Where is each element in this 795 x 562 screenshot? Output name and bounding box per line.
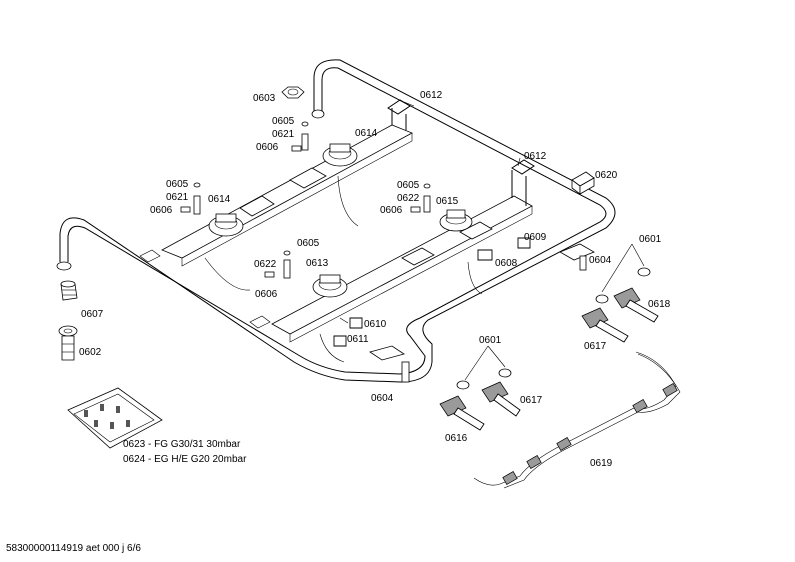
label-0606-d: 0606 [255, 289, 278, 300]
injector-0608 [477, 249, 493, 261]
ignition-parts [180, 121, 431, 279]
bracket-0604-right [559, 243, 595, 271]
label-0601-center: 0601 [479, 335, 502, 346]
label-0607: 0607 [81, 309, 104, 320]
label-0613: 0613 [306, 258, 329, 269]
label-0606-b: 0606 [150, 205, 173, 216]
label-0616: 0616 [445, 433, 468, 444]
valve-0617-center [481, 381, 521, 417]
note-fg: 0623 - FG G30/31 30mbar [123, 439, 241, 450]
label-0608: 0608 [495, 258, 518, 269]
nut-0603 [281, 86, 305, 99]
footer-doc-number: 58300000114919 aet 000 j 6/6 [6, 543, 141, 554]
label-0617-right: 0617 [584, 341, 607, 352]
label-0610: 0610 [364, 319, 387, 330]
label-0614-left: 0614 [208, 194, 231, 205]
label-0621-a: 0621 [272, 129, 295, 140]
burner-0614-left [208, 213, 244, 237]
seals-0601-right [595, 267, 651, 304]
burner-0614-top [322, 143, 358, 167]
label-0614-top: 0614 [355, 128, 378, 139]
label-0622-b: 0622 [254, 259, 277, 270]
label-0602: 0602 [79, 347, 102, 358]
valve-0618 [613, 287, 659, 323]
note-eg: 0624 - EG H/E G20 20mbar [123, 454, 247, 465]
label-0605-d: 0605 [297, 238, 320, 249]
valve-0617-right [581, 307, 629, 343]
injector-0609 [517, 237, 531, 249]
support-tube-frame [56, 59, 616, 383]
fitting-0607 [60, 280, 78, 301]
injector-bag [67, 387, 163, 449]
label-0612-right: 0612 [524, 151, 547, 162]
part-labels: 0603 0612 0605 0621 0606 0614 0612 0620 … [79, 90, 671, 469]
injector-0611 [333, 335, 347, 347]
label-0611: 0611 [347, 334, 369, 345]
ignition-harness-0619 [473, 351, 681, 489]
label-0619: 0619 [590, 458, 613, 469]
label-0617-center: 0617 [520, 395, 543, 406]
label-0605-a: 0605 [272, 116, 295, 127]
label-0603: 0603 [253, 93, 276, 104]
injector-0610 [339, 317, 363, 329]
label-0622-a: 0622 [397, 193, 420, 204]
label-0605-c: 0605 [397, 180, 420, 191]
label-0604-right: 0604 [589, 255, 612, 266]
fitting-0602 [58, 325, 78, 361]
valve-0616 [439, 395, 485, 431]
burner-0615 [439, 209, 473, 232]
label-0612-top: 0612 [420, 90, 443, 101]
burner-0613 [312, 274, 348, 298]
label-0606-a: 0606 [256, 142, 279, 153]
label-0615: 0615 [436, 196, 459, 207]
connector-0620 [571, 171, 595, 195]
label-0621-b: 0621 [166, 192, 189, 203]
label-0604-lower: 0604 [371, 393, 394, 404]
label-0605-b: 0605 [166, 179, 189, 190]
label-0606-c: 0606 [380, 205, 403, 216]
leader-lines [403, 101, 645, 381]
label-0601-right: 0601 [639, 234, 662, 245]
bracket-0604-lower [369, 345, 410, 383]
seals-0601-center [456, 368, 512, 390]
lower-burner-rail [271, 170, 533, 363]
label-0618: 0618 [648, 299, 671, 310]
gas-type-notes: 0623 - FG G30/31 30mbar 0624 - EG H/E G2… [123, 439, 247, 465]
label-0609: 0609 [524, 232, 547, 243]
label-0620: 0620 [595, 170, 618, 181]
